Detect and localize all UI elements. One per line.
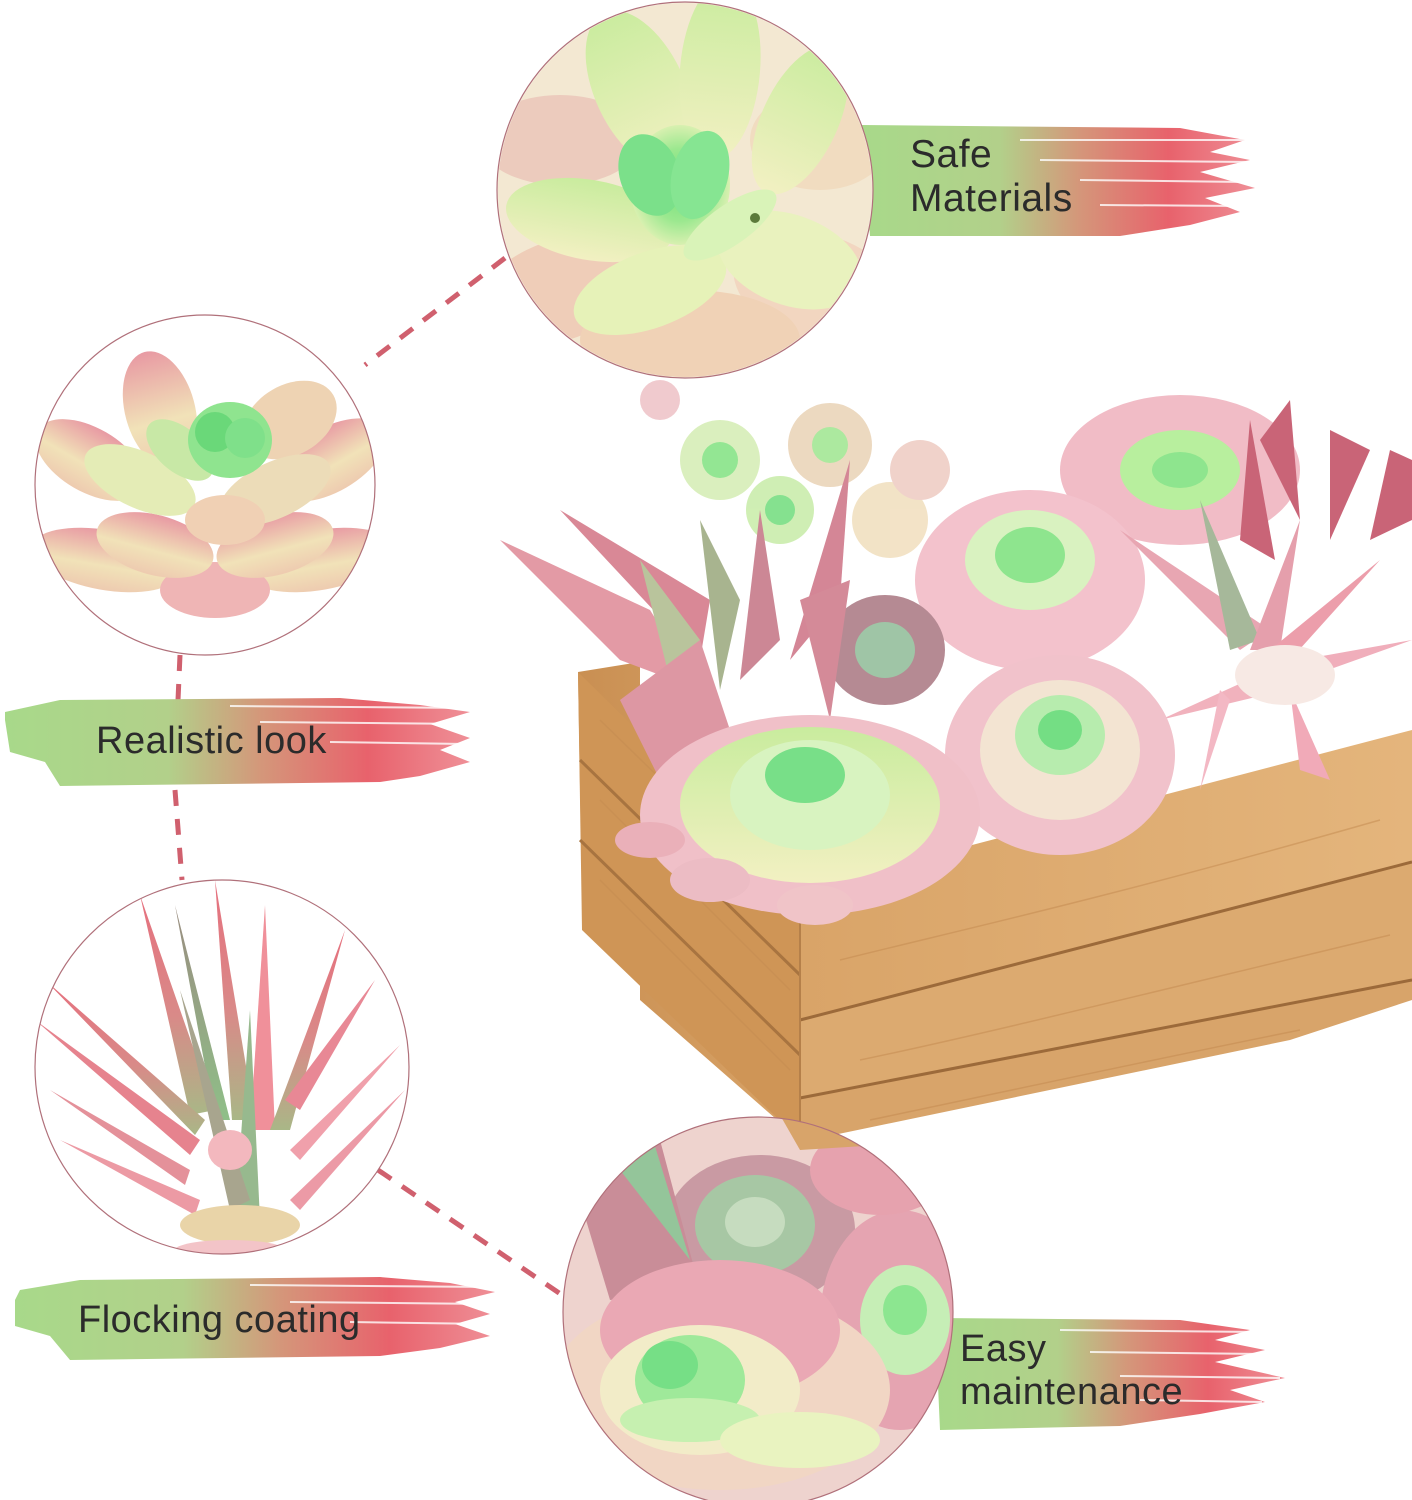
feature-label-line: Safe — [910, 133, 993, 176]
feature-label-realistic-look: Realistic look — [96, 720, 327, 763]
feature-label-flocking-coating: Flocking coating — [78, 1299, 361, 1342]
banner-flocking-coating — [15, 1277, 496, 1360]
feature-label-line: Materials — [910, 176, 1073, 220]
banner-easy-maintenance — [935, 1318, 1285, 1430]
feature-label-line: maintenance — [960, 1370, 1184, 1413]
banner-safe-materials — [862, 125, 1255, 236]
feature-label-line: Easy — [960, 1328, 1047, 1370]
feature-label-line: Realistic look — [96, 720, 327, 762]
detail-circle-realistic-look — [34, 314, 376, 656]
connector-lines — [172, 256, 564, 1298]
detail-circle-easy-maintenance — [562, 1116, 954, 1500]
detail-circle-flocking-coating — [34, 879, 410, 1255]
feature-label-easy-maintenance: Easy maintenance — [960, 1328, 1183, 1413]
wooden-crate — [578, 662, 1412, 1142]
feature-label-line: Flocking coating — [78, 1299, 361, 1341]
detail-circle-safe-materials — [496, 1, 874, 379]
succulent-arrangement — [500, 380, 1412, 925]
feature-label-safe-materials: Safe Materials — [910, 133, 1073, 220]
banner-realistic-look — [5, 698, 471, 786]
